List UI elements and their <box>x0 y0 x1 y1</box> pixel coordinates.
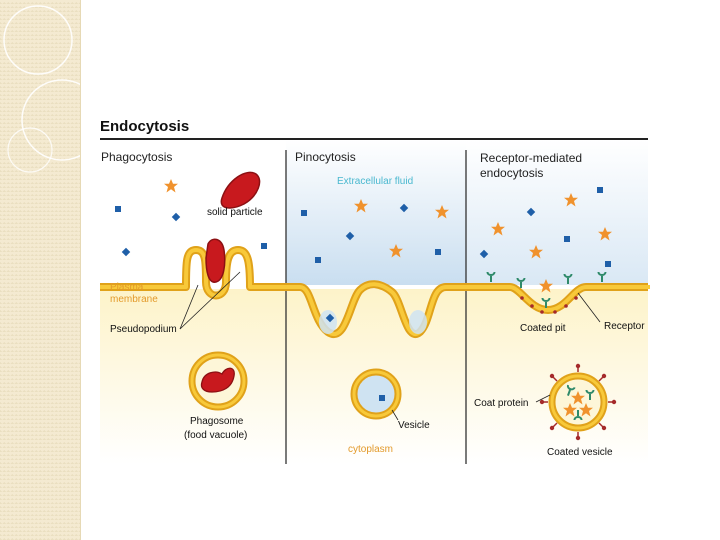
phagocytosis-heading: Phagocytosis <box>101 150 172 164</box>
receptor-extracellular-region <box>466 140 648 285</box>
phagosome <box>188 351 248 411</box>
pinocytosis-heading: Pinocytosis <box>295 150 356 164</box>
cytoplasm-label: cytoplasm <box>348 444 393 455</box>
phagosome-label-line2: (food vacuole) <box>184 430 247 441</box>
receptor-label: Receptor <box>604 321 645 332</box>
membrane-end-mark <box>646 285 650 289</box>
molecule-square <box>315 257 321 263</box>
molecule-square <box>301 210 307 216</box>
molecule-square <box>597 187 603 193</box>
vesicle-label: Vesicle <box>398 420 430 431</box>
receptor-mediated-heading-line2: endocytosis <box>480 166 543 180</box>
coat-protein-pointer <box>535 394 551 403</box>
molecule-square <box>261 243 267 249</box>
pinocytosis-pocket-left <box>319 310 337 334</box>
pseudopodium-label: Pseudopodium <box>110 324 177 335</box>
molecule-square <box>435 249 441 255</box>
pseudopodium-pointer-1 <box>179 284 199 330</box>
receptor-pointer <box>577 292 601 323</box>
molecule-square <box>605 261 611 267</box>
plasma-membrane-label-line2: membrane <box>110 294 158 305</box>
diagram-title: Endocytosis <box>100 118 189 135</box>
coated-vesicle <box>539 363 617 441</box>
receptor-mediated-heading-line1: Receptor-mediated <box>480 151 582 165</box>
pinocytosis-pocket-right <box>409 310 427 334</box>
molecule-square <box>564 236 570 242</box>
solid-particle <box>220 171 261 209</box>
vesicle-pointer <box>391 409 399 421</box>
solid-particle-label: solid particle <box>207 207 263 218</box>
phagosome-label-line1: Phagosome <box>190 416 244 427</box>
molecule-diamond <box>171 212 181 222</box>
pseudopodium-pointer-2 <box>179 271 241 330</box>
pinocytic-vesicle <box>350 368 402 420</box>
molecule-star <box>164 179 178 193</box>
decorative-circles <box>3 5 80 173</box>
coated-vesicle-label: Coated vesicle <box>547 447 613 458</box>
coated-pit-label: Coated pit <box>520 323 566 334</box>
side-decoration-panel <box>0 0 81 540</box>
coated-pit-coat <box>520 296 578 314</box>
plasma-membrane-label-line1: Plasma <box>110 282 144 293</box>
molecule-diamond <box>121 247 131 257</box>
extracellular-fluid-label: Extracellular fluid <box>337 176 413 187</box>
molecule-square <box>115 206 121 212</box>
coat-protein-label: Coat protein <box>474 398 528 409</box>
engulfed-particle <box>205 238 226 283</box>
